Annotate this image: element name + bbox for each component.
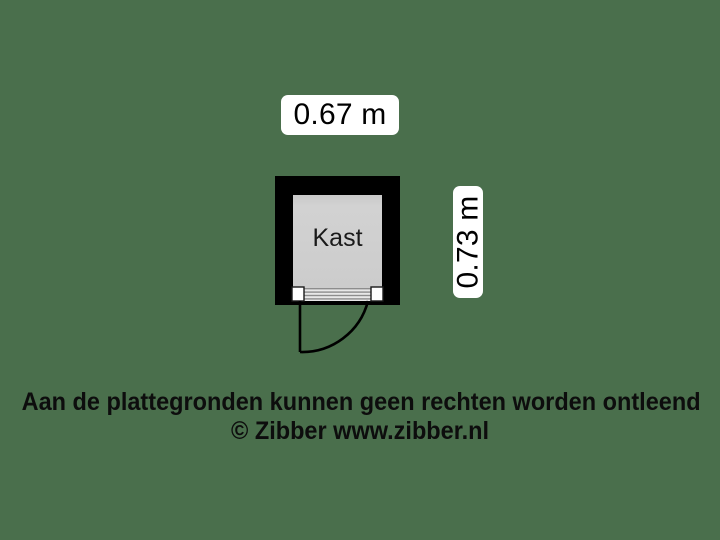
room-label-kast: Kast — [312, 224, 363, 252]
footer-disclaimer: Aan de plattegronden kunnen geen rechten… — [0, 388, 720, 446]
dimension-width-label: 0.67 m — [293, 98, 387, 131]
room-floor — [293, 195, 382, 288]
copyright-line: © Zibber www.zibber.nl — [230, 417, 490, 445]
dimension-chip-width: 0.67 m — [281, 95, 399, 135]
door-swing — [298, 300, 370, 354]
disclaimer-line-1: Aan de plattegronden kunnen geen rechten… — [21, 388, 701, 416]
door-threshold — [291, 286, 384, 302]
dimension-chip-height: 0.73 m — [451, 186, 485, 298]
dimension-height-label: 0.73 m — [451, 195, 485, 289]
